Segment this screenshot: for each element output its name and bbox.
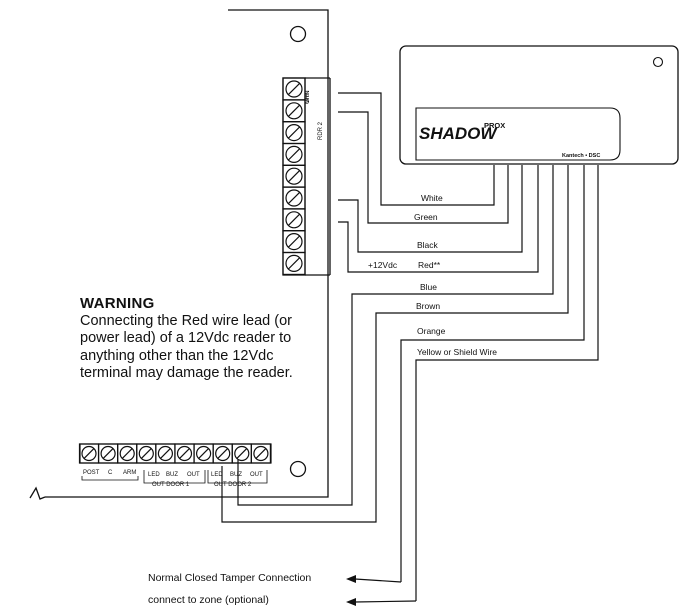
- terminal-screw: [215, 445, 231, 462]
- reader-maker: Kantech • DSC: [562, 153, 600, 159]
- terminal-screw: [100, 445, 116, 462]
- terminal-screw: [285, 189, 303, 207]
- arrow-tamper: [346, 575, 356, 583]
- reader-brand-suffix: PROX: [484, 121, 505, 130]
- terminal-screw: [119, 445, 135, 462]
- terminal-screw: [176, 445, 193, 462]
- warning-title: WARNING: [80, 295, 155, 312]
- label-c: C: [108, 470, 113, 476]
- reader-brand: SHADOW: [419, 124, 498, 143]
- label-out-1: OUT: [187, 472, 200, 478]
- terminal-screw: [285, 211, 303, 229]
- warning-body: Connecting the Red wire lead (or power l…: [80, 312, 293, 382]
- wire-labels: White Green Black +12Vdc Red** Blue Brow…: [368, 193, 497, 357]
- wire-label-red: Red**: [418, 260, 441, 270]
- tamper-note: Normal Closed Tamper Connection: [148, 572, 312, 584]
- terminal-screw: [196, 445, 212, 462]
- right-terminal-screws: [282, 77, 306, 275]
- reader-label-panel: [415, 107, 621, 161]
- wire-label-12vdc: +12Vdc: [368, 260, 398, 270]
- reader-screw-hole: [652, 56, 664, 68]
- reader-wires: [221, 92, 599, 603]
- mounting-hole-top: [289, 25, 307, 43]
- label-door-2: OUT DOOR 2: [214, 482, 252, 488]
- bottom-terminal-screws: [78, 443, 271, 464]
- terminal-screw: [157, 445, 173, 462]
- label-arm: ARM: [123, 470, 136, 476]
- zone-note: connect to zone (optional): [148, 594, 269, 606]
- mounting-hole-bottom: [289, 460, 307, 478]
- rdr2-label: RDR 2: [318, 121, 324, 140]
- wire-label-black: Black: [417, 240, 439, 250]
- board-break-mark: [29, 486, 46, 500]
- terminal-screw: [285, 145, 303, 163]
- rdr2-wht-label: WHT: [305, 89, 311, 103]
- wire-label-yellow: Yellow or Shield Wire: [417, 347, 497, 357]
- wire-label-blue: Blue: [420, 282, 437, 292]
- warning-block: WARNING Connecting the Red wire lead (or…: [80, 295, 295, 383]
- wire-label-green: Green: [414, 212, 438, 222]
- label-out-2: OUT: [250, 472, 263, 478]
- terminal-screw: [285, 254, 303, 272]
- bottom-terminal-labels: POST C ARM LED BUZ OUT LED BUZ OUT OUT D…: [83, 470, 263, 488]
- label-led-1: LED: [148, 472, 160, 478]
- terminal-screw: [234, 445, 250, 462]
- label-led-2: LED: [211, 472, 223, 478]
- arrow-zone: [346, 598, 356, 606]
- terminal-screw: [81, 445, 97, 462]
- terminal-screw: [285, 102, 303, 120]
- label-door-1: OUT DOOR 1: [152, 482, 190, 488]
- terminal-screw: [285, 80, 303, 98]
- label-post: POST: [83, 470, 100, 476]
- terminal-screw: [138, 445, 154, 462]
- wire-label-orange: Orange: [417, 326, 446, 336]
- terminal-screw: [253, 445, 269, 462]
- rdr2-grn-label: GRN: [305, 91, 311, 104]
- terminal-screw: [285, 124, 303, 142]
- wire-label-brown: Brown: [416, 301, 440, 311]
- wire-label-white: White: [421, 193, 443, 203]
- terminal-screw: [285, 167, 303, 185]
- terminal-screw: [285, 233, 303, 251]
- panel-board-outline: [45, 9, 329, 498]
- label-buz-1: BUZ: [166, 472, 178, 478]
- label-buz-2: BUZ: [230, 472, 242, 478]
- shadowprox-reader: SHADOW PROX Kantech • DSC: [399, 45, 679, 165]
